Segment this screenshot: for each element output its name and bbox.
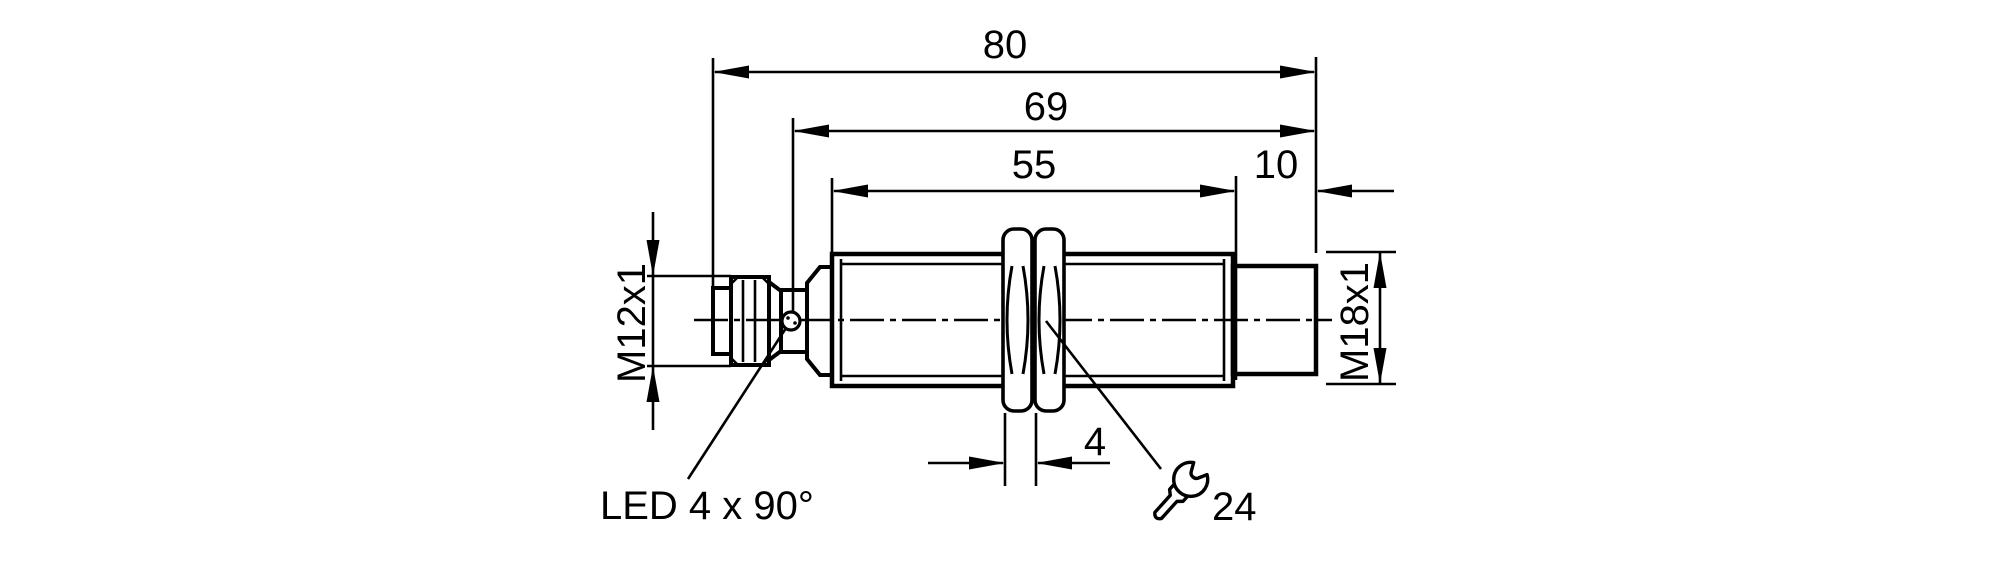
lock-nuts [1001,227,1066,413]
connector-thread [729,275,771,367]
dimension-lines [646,57,1396,486]
dim-10-label: 10 [1254,143,1299,187]
sensing-head [1230,263,1319,377]
led-leader-line [686,327,788,480]
dim-69-label: 69 [1024,85,1069,129]
dim-10 [1316,184,1394,198]
flange-ring [805,265,832,377]
dim-80 [713,65,1316,79]
dim-m18 [1326,250,1396,386]
dim-69 [793,124,1316,138]
dim-m12 [646,212,731,430]
dim-4 [928,456,1110,470]
dim-80-label: 80 [983,23,1028,67]
dim-4-label: 4 [1084,420,1106,464]
led-label: LED 4 x 90° [600,484,814,528]
wrench-leader-line [1044,320,1163,470]
wrench-size-label: 24 [1212,485,1257,529]
m12-thread-label: M12x1 [610,263,654,383]
drawing-labels: 80 69 55 10 4 M12x1 M18x1 LED 4 x 90° 24 [600,23,1377,529]
dim-55 [832,184,1236,198]
led-indicator [780,310,802,332]
dim-55-label: 55 [1012,143,1057,187]
wrench-icon [1153,460,1210,521]
m18-thread-label: M18x1 [1333,262,1377,382]
